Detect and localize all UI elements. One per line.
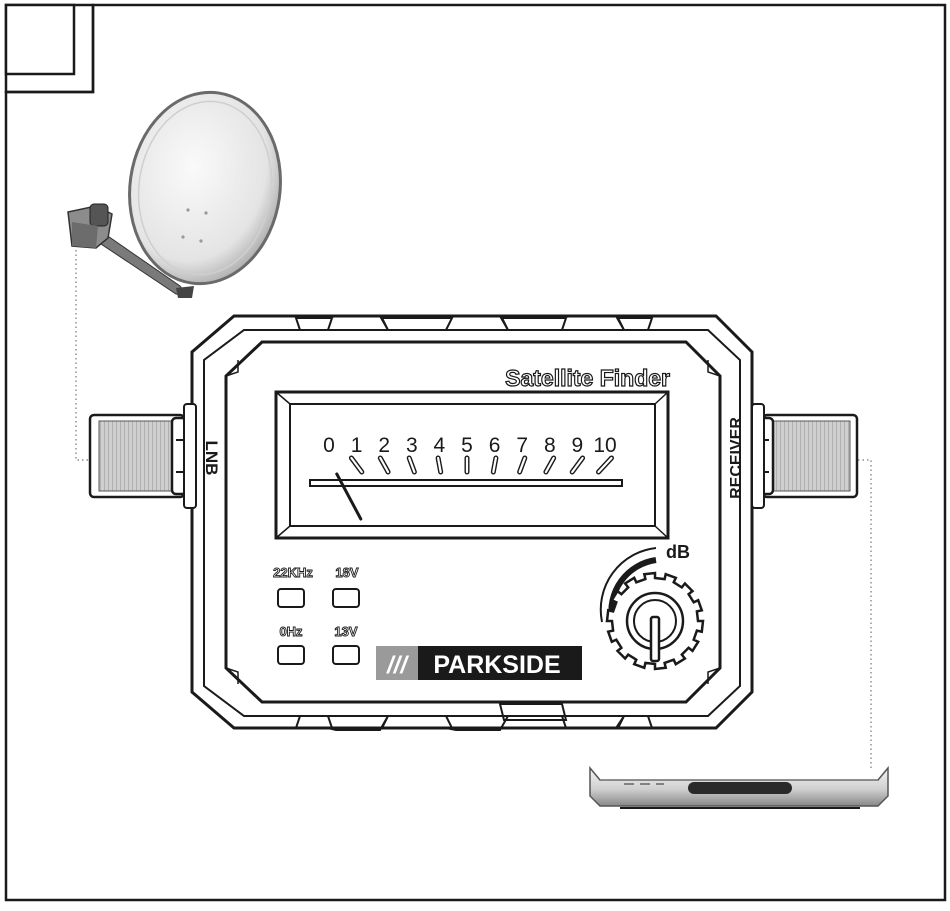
figure-number-box xyxy=(6,5,74,74)
indicator-0hz-label: 0Hz xyxy=(279,624,303,639)
indicator-22khz-led xyxy=(278,589,304,607)
meter-scale-label: 8 xyxy=(544,434,556,457)
indicator-18v-label: 18V xyxy=(335,565,358,580)
port-left-label: LNB xyxy=(202,441,221,476)
meter-scale-label: 10 xyxy=(593,434,616,457)
meter-scale-label: 0 xyxy=(323,434,335,457)
meter-scale-label: 7 xyxy=(516,434,528,457)
meter-scale-label: 2 xyxy=(378,434,390,457)
indicator-13v-label: 13V xyxy=(334,624,357,639)
receiver-connector[interactable] xyxy=(759,415,857,497)
meter-baseline xyxy=(310,480,622,486)
meter-scale-label: 4 xyxy=(434,434,446,457)
brand-name: PARKSIDE xyxy=(433,651,560,679)
meter-scale-label: 1 xyxy=(351,434,363,457)
meter-scale-label: 3 xyxy=(406,434,418,457)
indicator-22khz-label: 22KHz xyxy=(273,565,313,580)
meter-scale-label: 5 xyxy=(461,434,473,457)
brand-mark: /// xyxy=(386,652,409,679)
receiver-box-icon xyxy=(590,768,888,808)
meter-scale-label: 9 xyxy=(572,434,584,457)
indicator-0hz-led xyxy=(278,646,304,664)
brand-logo: /// PARKSIDE xyxy=(376,646,582,680)
satellite-dish-icon xyxy=(68,82,293,298)
meter-scale-label: 6 xyxy=(489,434,501,457)
lnb-connector[interactable] xyxy=(90,415,186,497)
indicator-13v-led xyxy=(333,646,359,664)
device-title: Satellite Finder xyxy=(505,365,670,391)
indicator-18v-led xyxy=(333,589,359,607)
unit-label: dB xyxy=(666,542,690,562)
port-right-label: RECEIVER xyxy=(728,417,745,499)
